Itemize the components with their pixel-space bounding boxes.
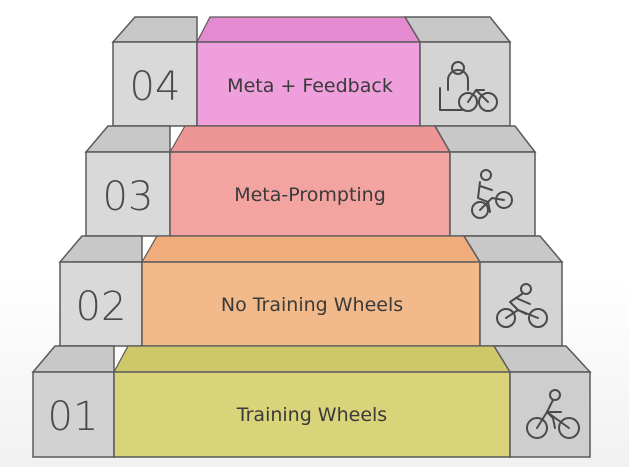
step-02: 02 No Training Wheels — [58, 235, 564, 347]
step-04-number: 04 — [130, 64, 181, 110]
step-01-center-top — [112, 345, 512, 373]
step-04-label: Meta + Feedback — [227, 75, 393, 97]
step-02-number: 02 — [76, 284, 127, 330]
step-02-center-top — [140, 235, 482, 263]
bicycle-rider-icon — [526, 389, 580, 439]
coach-bicycle-icon — [439, 61, 498, 112]
step-01: 01 Training Wheels — [31, 345, 592, 458]
step-01-center-block — [113, 371, 511, 458]
step-03-right-top — [433, 125, 537, 153]
step-03-label: Meta-Prompting — [234, 184, 386, 206]
step-03-left-top — [84, 125, 171, 153]
step-04-left-block — [112, 41, 198, 127]
step-01-left-top — [31, 345, 115, 373]
step-02-center-block — [141, 261, 481, 347]
cyclist-climbing-icon — [471, 169, 513, 219]
step-01-left-block — [32, 371, 115, 458]
step-01-label: Training Wheels — [236, 404, 387, 426]
step-04-center-block — [196, 41, 421, 127]
step-02-right-top — [462, 235, 564, 263]
step-04-left-top — [111, 16, 198, 43]
step-02-label: No Training Wheels — [221, 294, 403, 316]
step-03: 03 Meta-Prompting — [84, 125, 537, 237]
step-02-left-top — [58, 235, 143, 263]
step-03-right-block — [449, 151, 536, 237]
step-01-number: 01 — [48, 394, 99, 440]
step-03-number: 03 — [103, 174, 154, 220]
cyclist-racing-icon — [496, 283, 548, 328]
step-04: 04 Meta + Feedback — [111, 16, 512, 127]
step-04-right-block — [419, 41, 511, 127]
step-04-center-top — [196, 16, 422, 43]
step-01-right-top — [492, 345, 592, 373]
step-04-right-top — [403, 16, 512, 43]
step-02-right-block — [479, 261, 563, 347]
step-03-center-top — [168, 125, 452, 153]
